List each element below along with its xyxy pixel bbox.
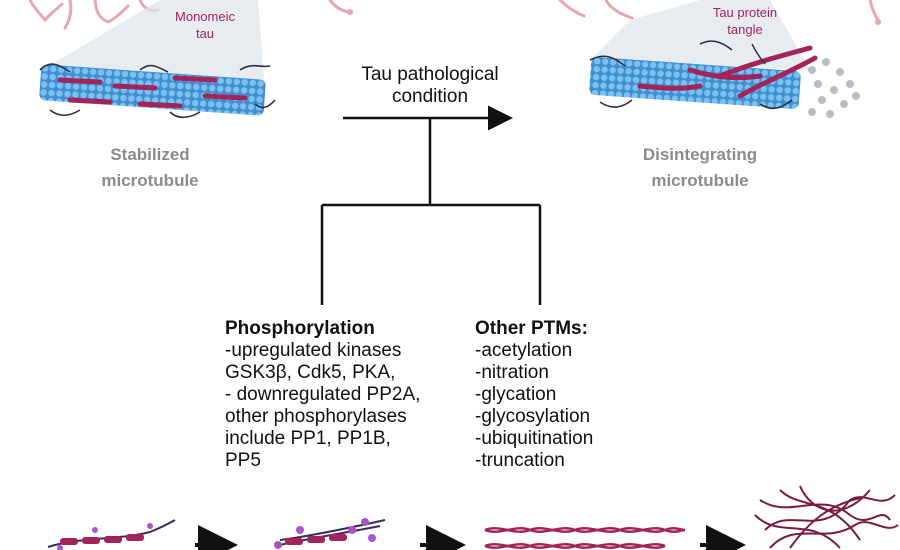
stabilized-label-line2: microtubule [101, 171, 199, 190]
neurofibrillary-tangle-stage [754, 485, 899, 549]
zoom-cone-left [42, 0, 265, 90]
phosphorylation-list: Phosphorylation -upregulated kinases GSK… [225, 318, 455, 472]
phosphorylation-line: GSK3β, Cdk5, PKA, [225, 362, 396, 383]
stabilized-microtubule-label: Stabilized microtubule [70, 142, 230, 194]
pathological-condition-label: Tau pathological condition [330, 64, 530, 108]
condition-label-line1: Tau pathological [361, 64, 499, 85]
dendrite-end-dot [875, 19, 881, 25]
ptm-line: -glycation [475, 384, 557, 405]
stabilized-microtubule [39, 63, 276, 119]
phosphorylation-title: Phosphorylation [225, 318, 375, 339]
other-ptms-list: Other PTMs: -acetylation -nitration -gly… [475, 318, 675, 472]
tubulin-debris [808, 58, 860, 118]
disintegrating-label-line2: microtubule [651, 171, 749, 190]
monomeric-tau-label-line1: Monomeic [175, 9, 235, 24]
phosphorylation-line: PP5 [225, 450, 261, 471]
bracket-connector [320, 118, 542, 305]
disintegrating-microtubule [589, 40, 818, 110]
stabilized-label-line1: Stabilized [110, 145, 190, 164]
tangle-pointer [751, 43, 766, 65]
paired-helical-filament-stage [484, 526, 686, 549]
phosphorylation-line: - downregulated PP2A, [225, 384, 421, 405]
dendrite-end-dot [347, 9, 353, 15]
ptm-line: -acetylation [475, 340, 573, 361]
monomeric-tau-label-line2: tau [195, 26, 215, 41]
zoom-cone-right [590, 0, 810, 70]
ptm-line: -truncation [475, 450, 565, 471]
ptm-line: -ubiquitination [475, 428, 594, 449]
tau-tangle-label-line2: tangle [727, 22, 763, 37]
disintegrating-label-line1: Disintegrating [642, 145, 758, 164]
monomeric-tau-label: Monomeic tau [160, 8, 250, 42]
ptm-line: -nitration [475, 362, 549, 383]
other-ptms-title: Other PTMs: [475, 318, 588, 339]
ptm-line: -glycosylation [475, 406, 591, 427]
tau-tangle-label: Tau protein tangle [690, 4, 800, 38]
phosphorylation-line: -upregulated kinases [225, 340, 402, 361]
phosphorylation-line: other phosphorylases [225, 406, 407, 427]
disintegrating-microtubule-label: Disintegrating microtubule [610, 142, 790, 194]
phosphorylation-line: include PP1, PP1B, [225, 428, 391, 449]
tau-monomer-stage [47, 519, 176, 550]
neuron-dendrites-middle [328, 0, 880, 22]
tau-tangle-label-line1: Tau protein [712, 5, 778, 20]
condition-label-line2: condition [391, 86, 469, 107]
hyperphosphorylated-tau-stage [274, 518, 386, 549]
